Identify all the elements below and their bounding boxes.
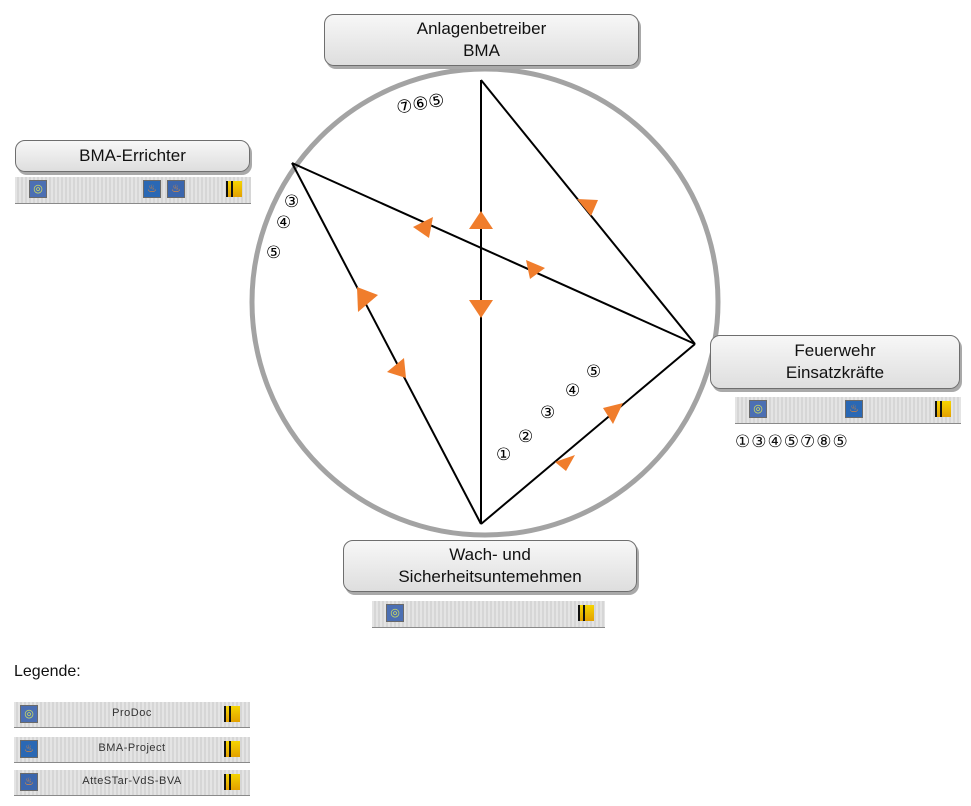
arrow-left-right-toward-right xyxy=(526,260,545,279)
svg-text:⑤: ⑤ xyxy=(266,243,281,263)
procoo-icon[interactable]: ◎ xyxy=(749,400,767,418)
procoo-icon[interactable]: ◎ xyxy=(386,604,404,622)
svg-text:①: ① xyxy=(496,445,511,465)
left-toolbar: ◎ ♨ ♨ xyxy=(15,177,251,204)
legend-label: AtteSTar-VdS-BVA xyxy=(82,775,182,787)
bma-project-icon[interactable]: ♨ xyxy=(845,400,863,418)
node-right-line1: Feuerwehr xyxy=(794,341,876,360)
bottom-right-number-cluster: ① ② ③ ④ ⑤ xyxy=(496,362,601,465)
right-toolbar: ◎ ♨ xyxy=(735,397,961,424)
top-number-cluster: ⑦⑥⑤ xyxy=(395,90,446,119)
svg-text:②: ② xyxy=(518,427,533,447)
edge-left-right xyxy=(291,162,696,345)
arrow-vertical-down xyxy=(469,300,493,318)
legend-row-attestar: ♨ AtteSTar-VdS-BVA xyxy=(14,770,250,796)
right-number-row: ①③④⑤⑦⑧⑤ xyxy=(735,432,849,451)
svg-text:③: ③ xyxy=(284,192,299,212)
legend-row-bma-project: ♨ BMA-Project xyxy=(14,737,250,763)
svg-text:④: ④ xyxy=(276,213,291,233)
arrow-left-bottom-up xyxy=(357,287,378,312)
grid-icon xyxy=(224,741,240,757)
node-anlagenbetreiber[interactable]: Anlagenbetreiber BMA xyxy=(324,14,639,66)
node-bottom-line2: Sicherheitsuntemehmen xyxy=(398,567,582,586)
node-wach-sicherheit[interactable]: Wach- und Sicherheitsuntemehmen xyxy=(343,540,637,592)
node-feuerwehr[interactable]: Feuerwehr Einsatzkräfte xyxy=(710,335,960,389)
attestar-icon: ♨ xyxy=(20,773,38,791)
node-bottom-line1: Wach- und xyxy=(449,545,531,564)
arrow-left-right-toward-left xyxy=(413,217,433,238)
node-top-line2: BMA xyxy=(463,41,500,60)
svg-text:④: ④ xyxy=(565,381,580,401)
bottom-toolbar: ◎ xyxy=(372,601,605,628)
node-left-line1: BMA-Errichter xyxy=(79,146,186,165)
arrow-left-bottom-down xyxy=(387,358,406,378)
attestar-icon[interactable]: ♨ xyxy=(167,180,185,198)
legend-row-procoo: ◎ ProDoc xyxy=(14,702,250,728)
grid-icon xyxy=(224,706,240,722)
svg-text:③: ③ xyxy=(540,403,555,423)
left-number-cluster: ③ ④ ⑤ xyxy=(266,192,299,263)
arrow-right-bottom-down xyxy=(555,455,575,471)
arrow-top-right-down xyxy=(577,199,598,216)
legend-label: BMA-Project xyxy=(98,742,166,754)
edge-left-bottom xyxy=(291,162,482,525)
node-top-line1: Anlagenbetreiber xyxy=(416,19,547,38)
procoo-icon: ◎ xyxy=(20,705,38,723)
bma-project-icon[interactable]: ♨ xyxy=(143,180,161,198)
grid-icon xyxy=(224,774,240,790)
outer-circle xyxy=(249,66,721,538)
edge-right-bottom xyxy=(480,343,696,525)
node-bma-errichter[interactable]: BMA-Errichter xyxy=(15,140,250,172)
grid-icon[interactable] xyxy=(935,401,951,417)
procoo-icon[interactable]: ◎ xyxy=(29,180,47,198)
legend-title: Legende: xyxy=(14,663,81,680)
node-right-line2: Einsatzkräfte xyxy=(785,363,885,382)
grid-icon[interactable] xyxy=(578,605,594,621)
bma-project-icon: ♨ xyxy=(20,740,38,758)
grid-icon[interactable] xyxy=(226,181,242,197)
arrow-right-bottom-up xyxy=(603,403,623,424)
legend-label: ProDoc xyxy=(112,707,152,719)
svg-text:⑤: ⑤ xyxy=(586,362,601,382)
arrow-vertical-up xyxy=(469,211,493,229)
